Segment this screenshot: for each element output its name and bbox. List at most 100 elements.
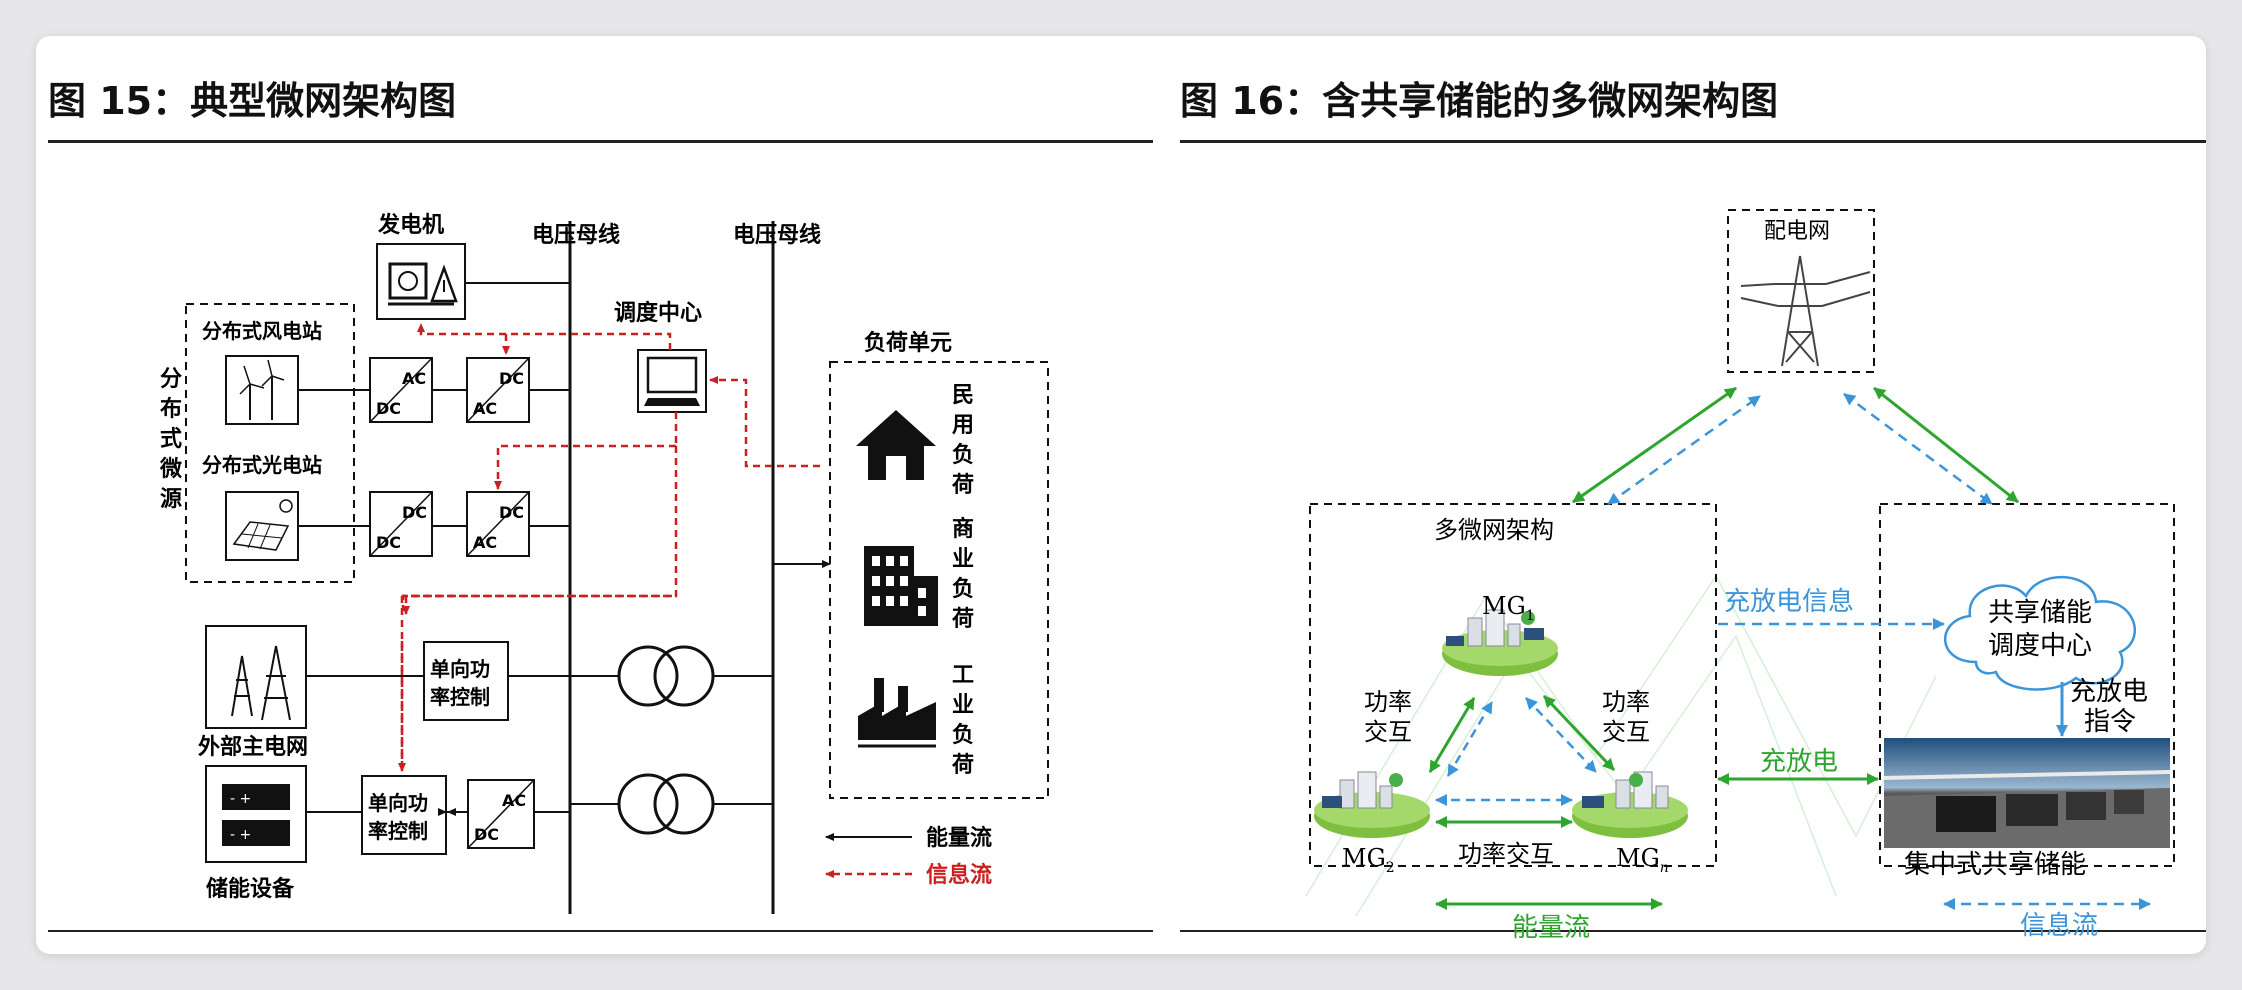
pv-label: 分布式光电站 — [202, 453, 322, 477]
svg-text:能量流: 能量流 — [926, 825, 992, 851]
command-label: 充放电 指令 — [2070, 677, 2148, 737]
charge-label: 充放电 — [1760, 747, 1838, 777]
figure-15-title: 图 15：典型微网架构图 — [48, 79, 457, 123]
legend-info: 信息流 — [1943, 898, 2151, 941]
solar-panel-icon — [225, 491, 299, 561]
transformer-icon — [570, 645, 773, 707]
svg-text:DC: DC — [474, 825, 499, 844]
svg-text:单向功: 单向功 — [430, 657, 490, 681]
svg-text:荷: 荷 — [952, 753, 974, 778]
building-icon — [864, 546, 938, 626]
figure-16-title: 图 16：含共享储能的多微网架构图 — [1180, 79, 1779, 123]
bottom-rule — [48, 930, 1153, 932]
svg-text:商: 商 — [952, 516, 974, 542]
shared-storage-box — [1879, 503, 2175, 867]
svg-text:率控制: 率控制 — [430, 685, 490, 709]
bottom-rule — [1180, 930, 2206, 932]
svg-text:负: 负 — [952, 723, 974, 748]
transformer-icon — [570, 773, 773, 835]
ac-dc-converter: AC DC — [467, 779, 535, 849]
wind-label: 分布式风电站 — [202, 319, 322, 343]
svg-text:分: 分 — [160, 367, 182, 392]
svg-text:荷: 荷 — [952, 473, 974, 498]
svg-text:民: 民 — [952, 383, 974, 408]
residential-load-label: 民 用 负 荷 — [952, 383, 974, 498]
svg-text:调度中心: 调度中心 — [1988, 631, 2092, 661]
generator-icon — [376, 243, 466, 320]
mgn-label: MGn — [1616, 844, 1669, 876]
svg-text:AC: AC — [402, 369, 426, 388]
factory-icon — [858, 678, 936, 748]
load-unit-label: 负荷单元 — [864, 331, 952, 356]
unidirectional-power-control: 单向功 率控制 — [423, 641, 509, 721]
source-group-box — [185, 303, 355, 583]
svg-text:DC: DC — [376, 533, 401, 552]
dc-ac-converter: DC AC — [466, 357, 530, 423]
legend: 能量流 信息流 — [825, 825, 992, 888]
microgrid-mg1 — [1442, 609, 1558, 676]
multi-microgrid-box — [1309, 503, 1717, 867]
svg-text:功率: 功率 — [1602, 688, 1650, 716]
commercial-load-label: 商 业 负 荷 — [952, 516, 974, 632]
industrial-load-label: 工 业 负 荷 — [952, 663, 974, 778]
power-interaction-bottom-label: 功率交互 — [1458, 840, 1554, 868]
svg-text:负: 负 — [952, 443, 974, 468]
svg-text:充放电: 充放电 — [2070, 677, 2148, 707]
svg-text:交互: 交互 — [1602, 718, 1650, 746]
generator-label: 发电机 — [377, 212, 444, 238]
svg-text:荷: 荷 — [952, 607, 974, 632]
svg-text:能量流: 能量流 — [1512, 913, 1590, 943]
svg-text:指令: 指令 — [2084, 707, 2136, 737]
dispatch-cloud-icon — [1944, 575, 2136, 691]
svg-text:业: 业 — [952, 693, 974, 718]
svg-text:负: 负 — [952, 577, 974, 602]
microgrid-mg2 — [1314, 771, 1430, 838]
legend-energy: 能量流 — [1435, 898, 1663, 943]
title-rule — [48, 140, 1153, 143]
battery-icon: - + - + — [205, 765, 307, 863]
distribution-grid-label: 配电网 — [1764, 219, 1830, 244]
dc-ac-converter: DC AC — [466, 491, 530, 557]
svg-text:信息流: 信息流 — [2020, 911, 2098, 941]
svg-text:工: 工 — [952, 663, 974, 688]
mg1-label: MG1 — [1482, 592, 1535, 624]
figure-card: 图 15：典型微网架构图 图 16：含共享储能的多微网架构图 电压母线 电压母线… — [36, 36, 2206, 954]
svg-text:DC: DC — [402, 503, 427, 522]
load-unit-box — [829, 361, 1049, 799]
ac-dc-converter: AC DC — [369, 357, 433, 423]
charge-info-label: 充放电信息 — [1724, 587, 1854, 617]
svg-text:式: 式 — [160, 427, 182, 452]
svg-text:布: 布 — [160, 396, 182, 422]
storage-facility-image — [1883, 738, 2171, 848]
mg-link-left — [1428, 697, 1494, 777]
house-icon — [856, 410, 936, 480]
shared-dispatch-label: 共享储能 调度中心 — [1988, 598, 2092, 661]
svg-text:微: 微 — [159, 456, 182, 482]
svg-text:- +: - + — [230, 791, 251, 807]
multi-microgrid-diagram: 配电网 多微网架构 — [1305, 209, 2175, 943]
laptop-icon — [637, 349, 707, 413]
svg-text:DC: DC — [499, 369, 524, 388]
wind-turbine-icon — [225, 355, 299, 425]
mg2-label: MG2 — [1342, 844, 1395, 876]
source-group-label: 分 布 式 微 源 — [159, 367, 182, 512]
svg-text:交互: 交互 — [1364, 718, 1412, 746]
grid-link-left — [1572, 386, 1761, 506]
svg-text:- +: - + — [230, 827, 251, 843]
svg-text:用: 用 — [952, 413, 974, 438]
svg-text:业: 业 — [952, 547, 974, 572]
svg-text:AC: AC — [473, 533, 497, 552]
transmission-tower-icon — [1740, 255, 1871, 367]
svg-text:共享储能: 共享储能 — [1988, 598, 2092, 628]
title-rule — [1180, 140, 2206, 143]
svg-text:DC: DC — [376, 399, 401, 418]
svg-text:单向功: 单向功 — [368, 791, 428, 815]
svg-text:AC: AC — [502, 791, 526, 810]
power-interaction-right-label: 功率 交互 — [1602, 688, 1650, 746]
dispatch-label: 调度中心 — [614, 300, 702, 326]
microgrid-diagram: 电压母线 电压母线 发电机 分 布 式 微 源 分布式风电站 — [159, 212, 1049, 914]
external-grid-label: 外部主电网 — [198, 734, 308, 760]
storage-label: 储能设备 — [206, 876, 295, 902]
storage-label: 集中式共享储能 — [1904, 850, 2086, 880]
mg-link-bottom — [1435, 794, 1573, 828]
